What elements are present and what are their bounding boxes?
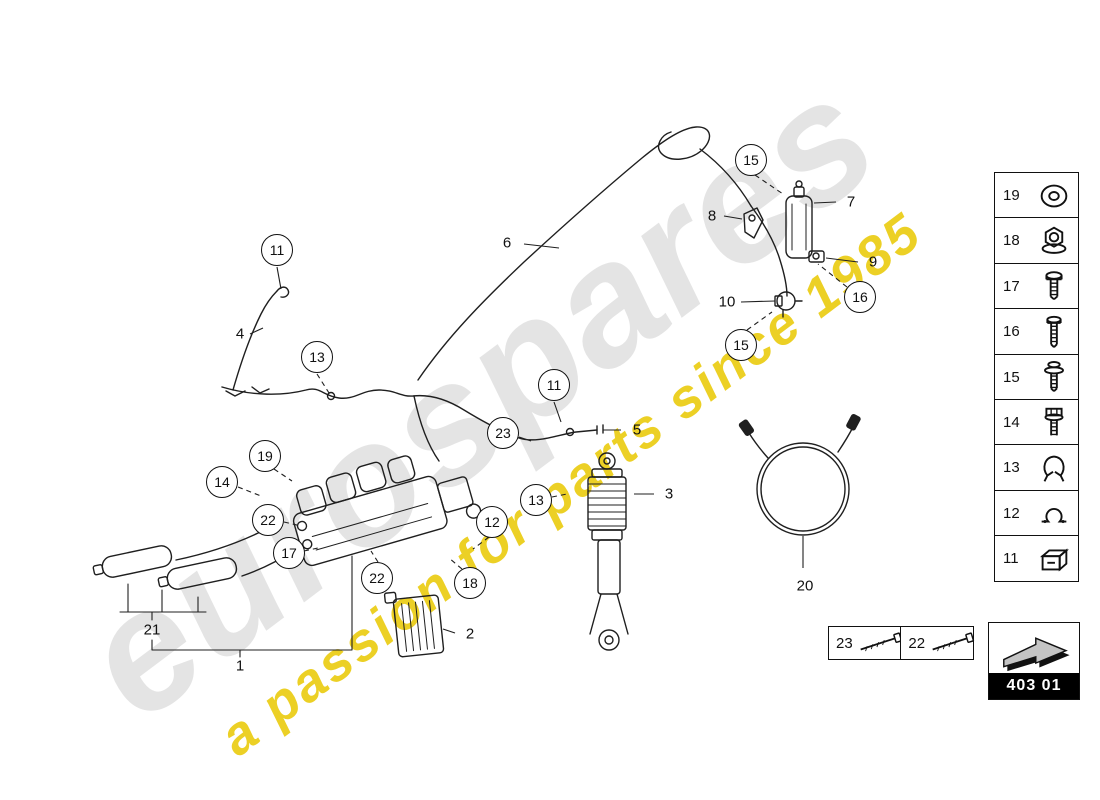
part-label-5[interactable]: 5 — [632, 421, 642, 439]
long-screw-icon — [1035, 313, 1073, 351]
strut-part-3 — [587, 452, 629, 651]
part-label-6[interactable]: 6 — [502, 234, 512, 252]
pan-screw-icon — [1035, 267, 1073, 305]
sidebar-part-18[interactable]: 18 — [994, 217, 1079, 265]
clip-part-9 — [808, 250, 825, 263]
callout-22[interactable]: 22 — [361, 562, 393, 594]
sidebar-part-number: 12 — [1003, 504, 1020, 522]
fastener-number: 22 — [908, 634, 926, 652]
flange-nut-icon — [1035, 222, 1073, 260]
hardware-sidebar: 19 18 17 16 15 14 13 12 11 — [994, 172, 1079, 583]
sidebar-part-19[interactable]: 19 — [994, 172, 1079, 219]
sidebar-part-11[interactable]: 11 — [994, 535, 1079, 583]
sidebar-part-number: 18 — [1003, 232, 1020, 250]
part-label-21[interactable]: 21 — [143, 621, 161, 639]
sidebar-part-number: 19 — [1003, 187, 1020, 204]
fastener-boxes: 23 22 — [828, 626, 975, 660]
part-label-3[interactable]: 3 — [664, 485, 674, 503]
cylinders-part-21 — [92, 545, 238, 590]
sidebar-part-number: 15 — [1003, 368, 1020, 386]
callout-11[interactable]: 11 — [538, 369, 570, 401]
clip-icon — [1035, 494, 1073, 532]
callout-18[interactable]: 18 — [454, 567, 486, 599]
hex-bolt-icon — [1035, 404, 1073, 442]
fastener-box-23[interactable]: 23 — [828, 626, 902, 660]
tie-rod-icon — [855, 631, 907, 655]
callout-13[interactable]: 13 — [301, 341, 333, 373]
callout-14[interactable]: 14 — [206, 466, 238, 498]
callout-12[interactable]: 12 — [476, 506, 508, 538]
fastener-number: 23 — [836, 634, 853, 652]
tie-rod-icon — [927, 631, 979, 655]
part-label-9[interactable]: 9 — [868, 253, 878, 271]
sidebar-part-number: 11 — [1003, 550, 1019, 568]
bracket-part-8 — [743, 207, 764, 239]
part-label-20[interactable]: 20 — [796, 577, 814, 595]
sidebar-part-12[interactable]: 12 — [994, 489, 1079, 537]
sidebar-part-number: 14 — [1003, 414, 1020, 432]
diagram-code-box[interactable]: 403 01 — [988, 622, 1080, 700]
bottle-part-7 — [785, 180, 813, 259]
callout-22[interactable]: 22 — [252, 504, 284, 536]
part-label-4[interactable]: 4 — [235, 325, 245, 343]
hydraulic-line-6 — [417, 126, 788, 381]
callout-15[interactable]: 15 — [735, 144, 767, 176]
part-label-1[interactable]: 1 — [235, 657, 245, 675]
valve-part-10 — [774, 291, 803, 318]
fastener-box-22[interactable]: 22 — [900, 626, 975, 660]
leader-lines — [237, 174, 859, 634]
sidebar-part-number: 17 — [1003, 277, 1020, 295]
callout-15[interactable]: 15 — [725, 329, 757, 361]
part-label-7[interactable]: 7 — [846, 193, 856, 211]
callout-17[interactable]: 17 — [273, 537, 305, 569]
mount-block-icon — [1035, 540, 1073, 578]
part-label-10[interactable]: 10 — [718, 293, 736, 311]
cable-coil-part-20 — [738, 413, 861, 536]
sidebar-part-17[interactable]: 17 — [994, 262, 1079, 310]
washer-screw-icon — [1035, 358, 1073, 396]
part-label-2[interactable]: 2 — [465, 625, 475, 643]
canister-part-2 — [383, 591, 445, 658]
sidebar-part-number: 13 — [1003, 459, 1020, 477]
bracket-lines — [119, 555, 353, 658]
washer-icon — [1035, 177, 1073, 215]
sidebar-part-13[interactable]: 13 — [994, 444, 1079, 492]
sidebar-part-14[interactable]: 14 — [994, 399, 1079, 447]
clamp-icon — [1035, 449, 1073, 487]
direction-arrow-icon — [989, 623, 1079, 673]
sidebar-part-number: 16 — [1003, 323, 1020, 341]
diagram-code: 403 01 — [989, 673, 1079, 699]
part-label-8[interactable]: 8 — [707, 207, 717, 225]
callout-19[interactable]: 19 — [249, 440, 281, 472]
callout-13[interactable]: 13 — [520, 484, 552, 516]
callout-11[interactable]: 11 — [261, 234, 293, 266]
sidebar-part-15[interactable]: 15 — [994, 353, 1079, 401]
callout-16[interactable]: 16 — [844, 281, 876, 313]
sidebar-part-16[interactable]: 16 — [994, 308, 1079, 356]
callout-23[interactable]: 23 — [487, 417, 519, 449]
